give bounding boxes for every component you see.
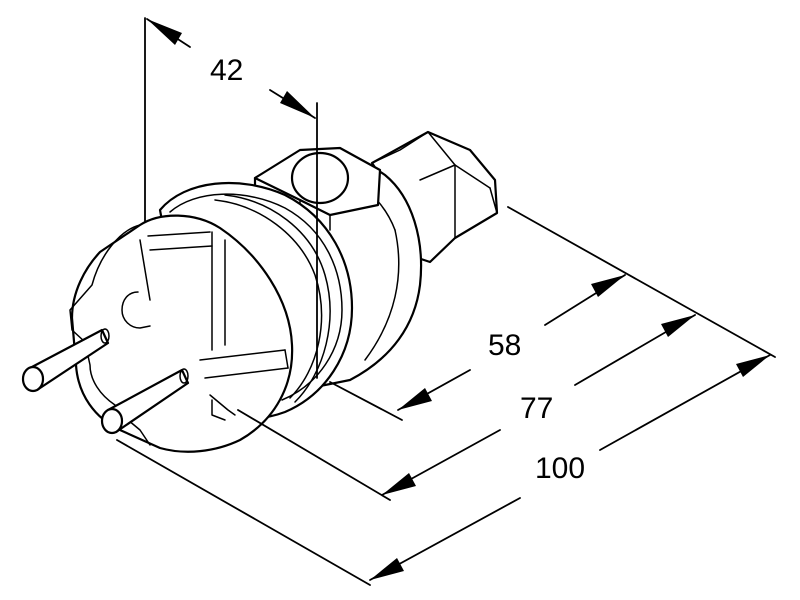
dimension-77: 77 — [381, 314, 696, 496]
dimension-58-label: 58 — [488, 329, 521, 362]
dimension-42-label: 42 — [210, 54, 243, 87]
dimension-100-label: 100 — [535, 452, 585, 485]
contact-pin-top — [21, 328, 110, 393]
dimension-42: 42 — [144, 17, 318, 379]
extension-lines — [116, 206, 776, 586]
front-plug-body — [69, 214, 294, 453]
dimension-100: 100 — [369, 354, 771, 581]
contact-pin-bottom — [100, 368, 190, 435]
dimension-77-label: 77 — [520, 392, 553, 425]
dimension-58: 58 — [397, 274, 626, 411]
